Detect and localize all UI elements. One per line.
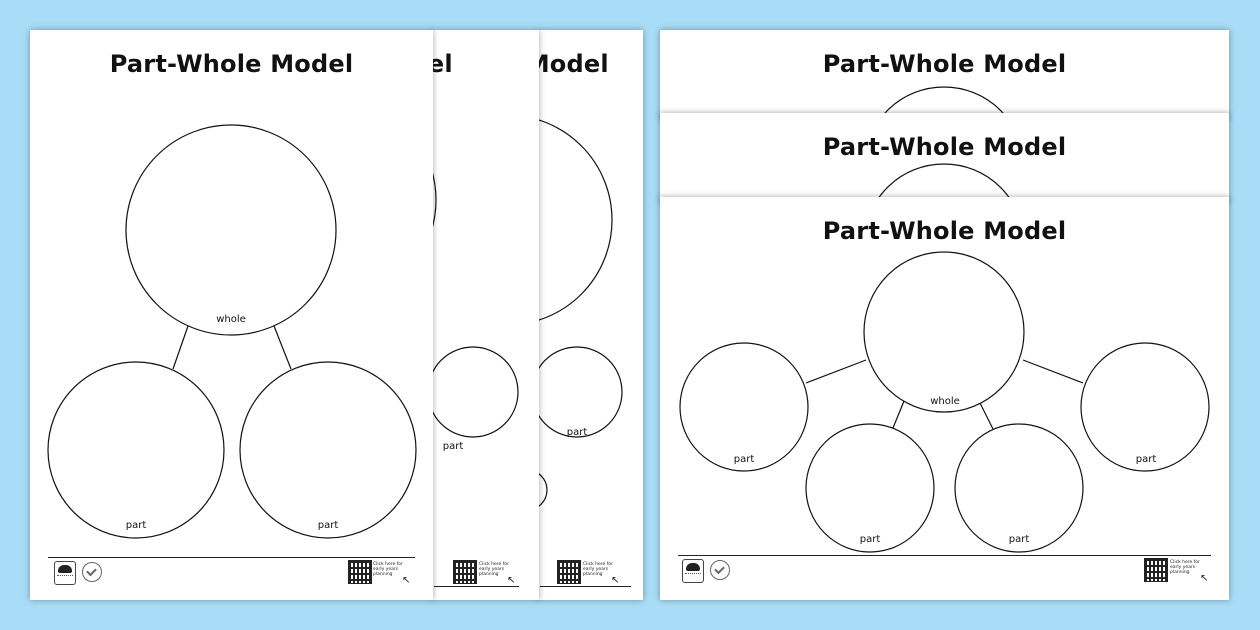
- part-circle-far-left: [679, 342, 809, 472]
- part-circle: [431, 346, 519, 438]
- footer-divider: [540, 586, 631, 587]
- qr-code-icon[interactable]: [453, 560, 477, 584]
- connector-line: [273, 325, 292, 370]
- part-label: part: [1135, 454, 1157, 465]
- worksheet-back-3-diagram: [537, 118, 623, 509]
- whole-circle: [874, 163, 1014, 203]
- part-label: part: [1008, 534, 1030, 545]
- sheet-title: Part-Whole Model: [537, 50, 609, 78]
- part-label: part: [733, 454, 755, 465]
- qr-caption[interactable]: Click here for early years planning: [479, 562, 509, 577]
- worksheet-landscape-back-2-diagram: [878, 86, 1010, 120]
- sheet-title: Part-Whole Model: [822, 50, 1067, 78]
- qr-code-icon[interactable]: [1144, 558, 1168, 582]
- cursor-icon: ↖: [611, 575, 620, 586]
- qr-code-icon[interactable]: [348, 560, 372, 584]
- worksheet-portrait-front: Part-Whole Model whole part part Click h…: [30, 30, 433, 600]
- qr-caption[interactable]: Click here for early years planning: [373, 562, 403, 577]
- footer-divider: [678, 555, 1211, 556]
- cursor-icon: ↖: [1200, 573, 1209, 584]
- part-label: part: [125, 520, 147, 531]
- worksheet-landscape-back-1: Part-Whole Model: [660, 113, 1229, 203]
- part-label: part: [859, 534, 881, 545]
- whole-label: whole: [930, 396, 960, 407]
- part-circle: [537, 346, 623, 438]
- part-label: part: [566, 427, 588, 438]
- whole-circle: [125, 124, 337, 336]
- qr-caption[interactable]: Click here for early years planning: [583, 562, 613, 577]
- whole-circle: [537, 118, 613, 322]
- connector-line: [805, 359, 867, 384]
- connector-line: [892, 400, 905, 429]
- part-circle-far-right: [1080, 342, 1210, 472]
- part-whole-diagram: [679, 251, 1210, 553]
- part-circle-right: [239, 361, 417, 539]
- qr-caption[interactable]: Click here for early years planning: [1170, 560, 1200, 575]
- quality-check-icon: [82, 562, 102, 582]
- sheet-title: Part-Whole Model: [109, 50, 354, 78]
- worksheet-back-2-diagram: [431, 166, 519, 438]
- whole-circle: [431, 166, 437, 234]
- twinkl-badge-icon: [54, 561, 76, 585]
- part-label: part: [317, 520, 339, 531]
- whole-label: whole: [216, 314, 246, 325]
- cursor-icon: ↖: [402, 575, 411, 586]
- connector-line: [979, 402, 994, 430]
- sheet-title: Part-Whole Model: [431, 50, 453, 78]
- sheet-title: Part-Whole Model: [822, 217, 1067, 245]
- worksheet-landscape-back-1-diagram: [874, 163, 1014, 203]
- quality-check-icon: [710, 560, 730, 580]
- footer-divider: [48, 557, 415, 558]
- cursor-icon: ↖: [507, 575, 516, 586]
- connector-line: [1022, 359, 1084, 384]
- whole-circle: [878, 86, 1010, 120]
- worksheet-landscape-front: Part-Whole Model whole part part part pa…: [660, 197, 1229, 600]
- whole-circle: [863, 251, 1025, 413]
- part-circle: [537, 471, 548, 509]
- worksheet-landscape-back-2: Part-Whole Model: [660, 30, 1229, 120]
- connector-line: [172, 325, 189, 370]
- twinkl-badge-icon: [682, 559, 704, 583]
- part-circle-right: [954, 423, 1084, 553]
- part-circle-left: [47, 361, 225, 539]
- worksheet-back-3: Part-Whole Model part Click here for ear…: [537, 30, 643, 600]
- part-circle-left: [805, 423, 935, 553]
- part-whole-diagram: [47, 124, 417, 539]
- worksheet-back-2: Part-Whole Model part Click here for ear…: [431, 30, 539, 600]
- part-label: part: [442, 441, 464, 452]
- footer-divider: [434, 586, 519, 587]
- qr-code-icon[interactable]: [557, 560, 581, 584]
- sheet-title: Part-Whole Model: [822, 133, 1067, 161]
